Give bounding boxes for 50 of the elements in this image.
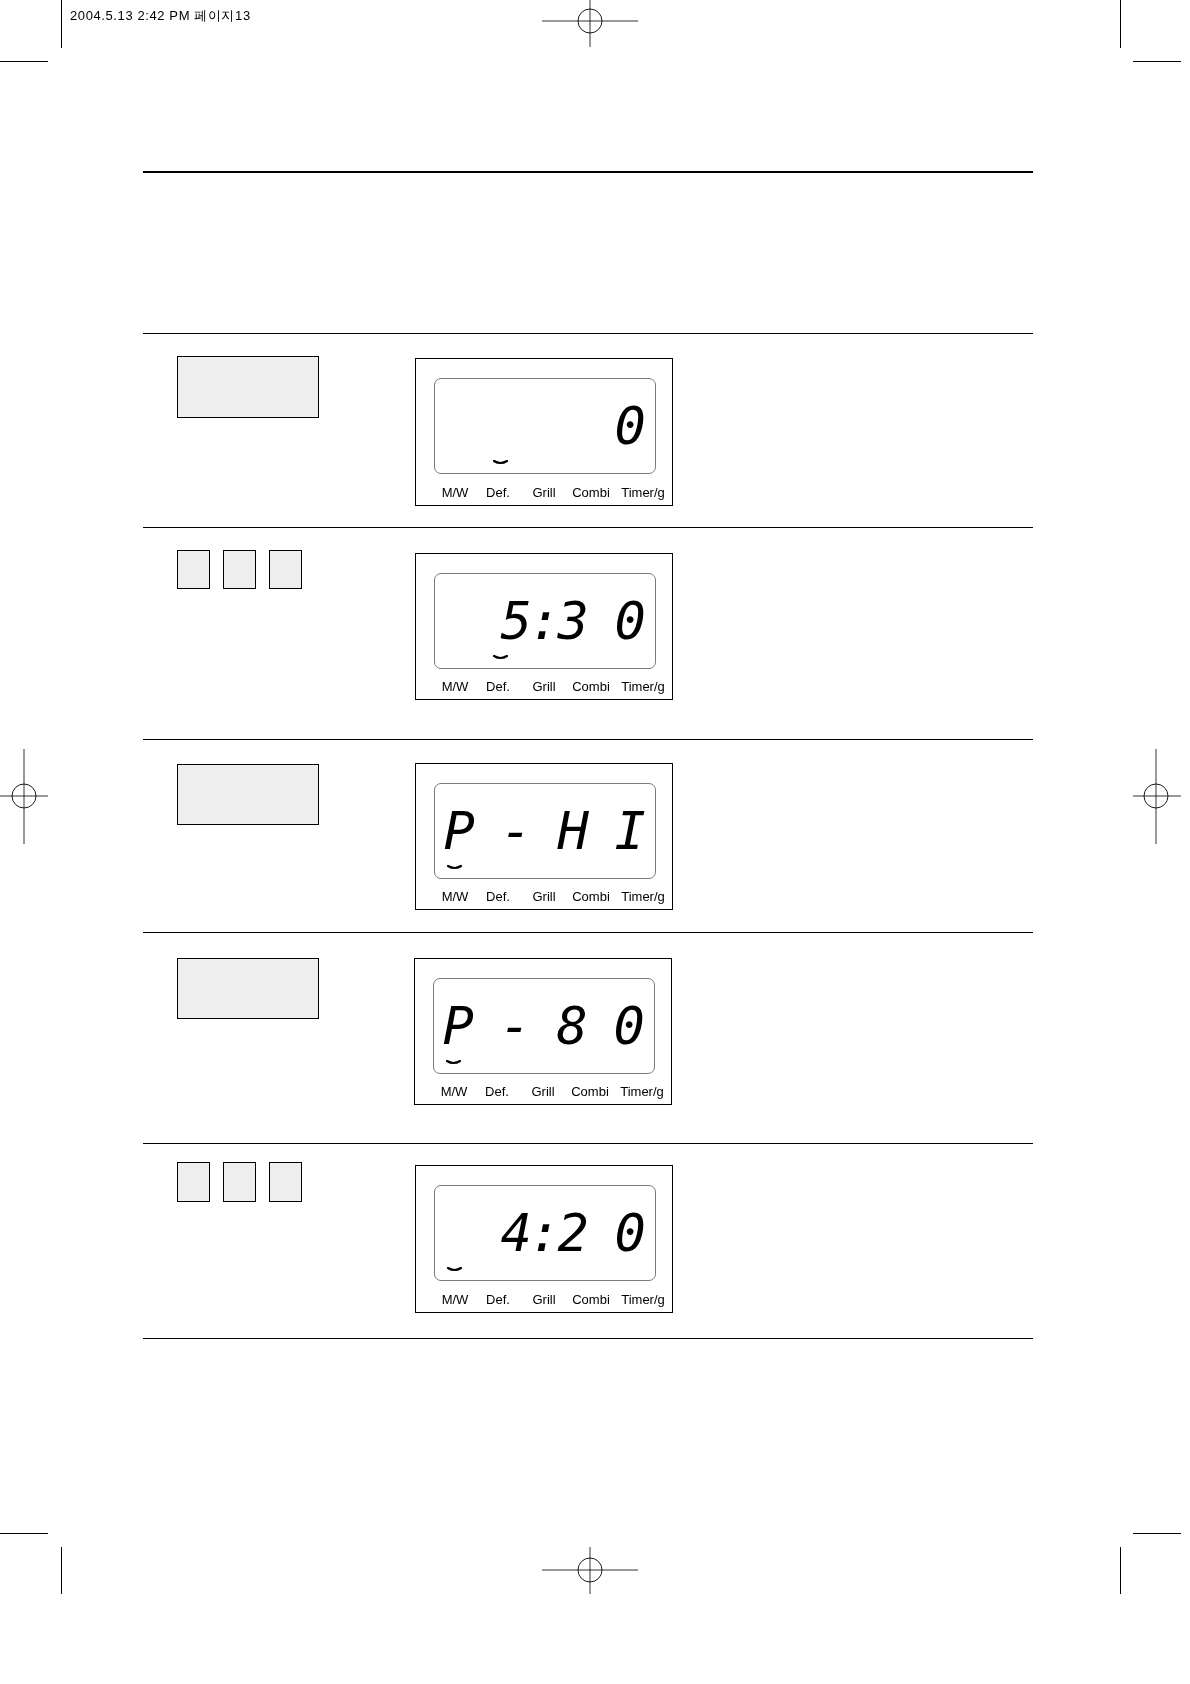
display-panel (414, 958, 672, 1105)
key-button (177, 356, 319, 418)
mode-label: Grill (532, 485, 556, 500)
lcd-readout: P - H I (443, 805, 643, 857)
mode-label: Combi (572, 679, 610, 694)
lcd-screen (433, 978, 655, 1074)
lcd-screen (434, 378, 656, 474)
mode-label: Def. (486, 679, 510, 694)
print-slug: 2004.5.13 2:42 PM 페이지13 (70, 8, 251, 23)
mode-label: Timer/g (621, 889, 665, 904)
lcd-readout: 4:2 0 (500, 1207, 643, 1259)
mode-label: Combi (572, 485, 610, 500)
mode-label: Grill (531, 1084, 555, 1099)
mode-label: Timer/g (621, 679, 665, 694)
mode-label: Grill (532, 889, 556, 904)
lcd-screen (434, 573, 656, 669)
mode-label: Grill (532, 1292, 556, 1307)
display-panel (415, 1165, 673, 1313)
mode-label: M/W (441, 679, 469, 694)
key-button (223, 1162, 256, 1202)
display-panel (415, 763, 673, 910)
mode-label: Def. (486, 1292, 510, 1307)
display-panel (415, 358, 673, 506)
key-button (177, 958, 319, 1019)
lcd-readout: 0 (614, 400, 643, 452)
mode-label: Def. (485, 1084, 509, 1099)
mode-label: Combi (572, 1292, 610, 1307)
lcd-readout: P - 8 0 (442, 1000, 642, 1052)
display-panel (415, 553, 673, 700)
mode-label: Grill (532, 679, 556, 694)
lcd-screen (434, 783, 656, 879)
key-button (269, 550, 302, 589)
key-button (177, 1162, 210, 1202)
mode-label: Combi (571, 1084, 609, 1099)
mode-label: M/W (441, 889, 469, 904)
key-button (177, 550, 210, 589)
mode-label: M/W (441, 1292, 469, 1307)
mode-label: M/W (440, 1084, 468, 1099)
key-button (177, 764, 319, 825)
lcd-readout: 5:3 0 (500, 595, 643, 647)
lcd-screen (434, 1185, 656, 1281)
mode-label: Def. (486, 889, 510, 904)
mode-label: Def. (486, 485, 510, 500)
mode-label: M/W (441, 485, 469, 500)
mode-label: Timer/g (621, 1292, 665, 1307)
key-button (269, 1162, 302, 1202)
mode-label: Combi (572, 889, 610, 904)
key-button (223, 550, 256, 589)
mode-label: Timer/g (621, 485, 665, 500)
mode-label: Timer/g (620, 1084, 664, 1099)
